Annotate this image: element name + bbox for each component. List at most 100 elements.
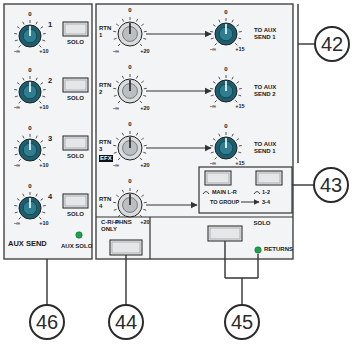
button-label: MAIN L-R	[212, 189, 237, 195]
callout-circle: 45	[224, 304, 260, 340]
scale-mark: 0	[128, 178, 131, 185]
scale-tick	[210, 88, 213, 89]
scale-tick	[36, 22, 37, 25]
knob-pointer	[29, 82, 31, 92]
scale-mark: -∞	[210, 46, 216, 52]
scale-tick	[116, 195, 118, 197]
scale-tick	[116, 138, 118, 140]
scale-mark: -∞	[210, 160, 216, 166]
knob-pointer	[129, 80, 131, 91]
scale-mark: 0	[224, 66, 227, 73]
aux-send-panel	[4, 4, 92, 259]
scale-tick	[23, 78, 24, 81]
section-label: AUX SEND	[8, 240, 47, 248]
push-button	[63, 22, 88, 36]
scale-tick	[141, 195, 143, 197]
scale-tick	[141, 138, 143, 140]
scale-mark: +10	[39, 104, 48, 110]
scale-tick	[143, 209, 146, 211]
scale-tick	[118, 158, 120, 160]
scale-tick	[118, 44, 120, 46]
rotary-knob	[19, 139, 41, 161]
scale-tick	[122, 190, 123, 193]
push-button	[256, 171, 282, 185]
rotary-knob	[215, 23, 237, 45]
scale-tick	[43, 89, 46, 90]
return-label: RTN 2	[99, 82, 115, 95]
callout-number: 43	[320, 174, 342, 197]
scale-tick	[14, 89, 17, 90]
leader-line	[125, 255, 126, 304]
push-button	[110, 240, 142, 255]
rotary-knob	[118, 193, 142, 217]
scale-tick	[42, 212, 45, 214]
scale-tick	[226, 18, 227, 21]
scale-tick	[213, 139, 215, 141]
scale-tick	[15, 96, 18, 98]
button-label: SOLO	[67, 39, 84, 46]
signal-arrow	[146, 147, 211, 148]
scale-tick	[130, 131, 131, 134]
scale-tick	[19, 45, 21, 47]
scale-mark: -∞	[113, 105, 119, 111]
push-button	[63, 78, 88, 92]
scale-tick	[136, 133, 137, 136]
led-indicator	[76, 232, 82, 238]
button-label: SOLO	[253, 220, 270, 227]
scale-tick	[210, 31, 213, 32]
scale-mark: +20	[140, 219, 149, 225]
scale-tick	[17, 141, 19, 143]
scale-tick	[237, 82, 239, 84]
button-bevel	[65, 24, 86, 34]
scale-tick	[30, 76, 31, 79]
scale-mark: 0	[224, 9, 227, 16]
scale-tick	[144, 145, 147, 146]
scale-tick	[15, 154, 18, 156]
channel-number: 1	[48, 21, 52, 29]
scale-tick	[23, 22, 24, 25]
scale-tick	[14, 147, 17, 148]
button-bevel	[210, 228, 240, 239]
scale-mark: 0	[128, 64, 131, 71]
button-bevel	[258, 173, 280, 183]
knob-pointer	[225, 81, 227, 91]
scale-tick	[36, 78, 37, 81]
selector-arrow	[241, 202, 259, 203]
scale-mark: +20	[140, 48, 149, 54]
scale-mark: +15	[235, 160, 244, 166]
callout-circle: 46	[29, 304, 65, 340]
scale-mark: -∞	[14, 48, 20, 54]
indicator-label: AUX SOLO	[61, 243, 92, 250]
scale-tick	[17, 83, 19, 85]
scale-tick	[211, 95, 214, 97]
button-bevel	[65, 196, 86, 206]
scale-mark: -∞	[113, 48, 119, 54]
scale-tick	[215, 43, 217, 45]
scale-tick	[122, 133, 123, 136]
push-button	[63, 136, 88, 150]
scale-tick	[17, 199, 19, 201]
scale-tick	[113, 202, 116, 203]
scale-tick	[237, 25, 239, 27]
scale-tick	[43, 205, 46, 206]
push-button	[208, 226, 242, 241]
button-label: SOLO	[67, 211, 84, 218]
button-bevel	[112, 242, 140, 253]
channel-number: 3	[48, 135, 52, 143]
knob-pointer	[129, 23, 131, 34]
channel-number: 4	[48, 193, 52, 201]
scale-mark: 0	[128, 7, 131, 14]
scale-tick	[113, 145, 116, 146]
return-label: RTN 3	[99, 139, 115, 152]
scale-tick	[130, 17, 131, 20]
scale-tick	[114, 209, 117, 211]
scale-mark: +20	[140, 162, 149, 168]
rotary-knob	[19, 81, 41, 103]
scale-tick	[15, 212, 18, 214]
scale-tick	[30, 134, 31, 137]
destination-label: TO AUX SEND 1	[254, 27, 292, 40]
scale-tick	[130, 188, 131, 191]
scale-mark: +15	[235, 46, 244, 52]
knob-pointer	[129, 137, 131, 148]
